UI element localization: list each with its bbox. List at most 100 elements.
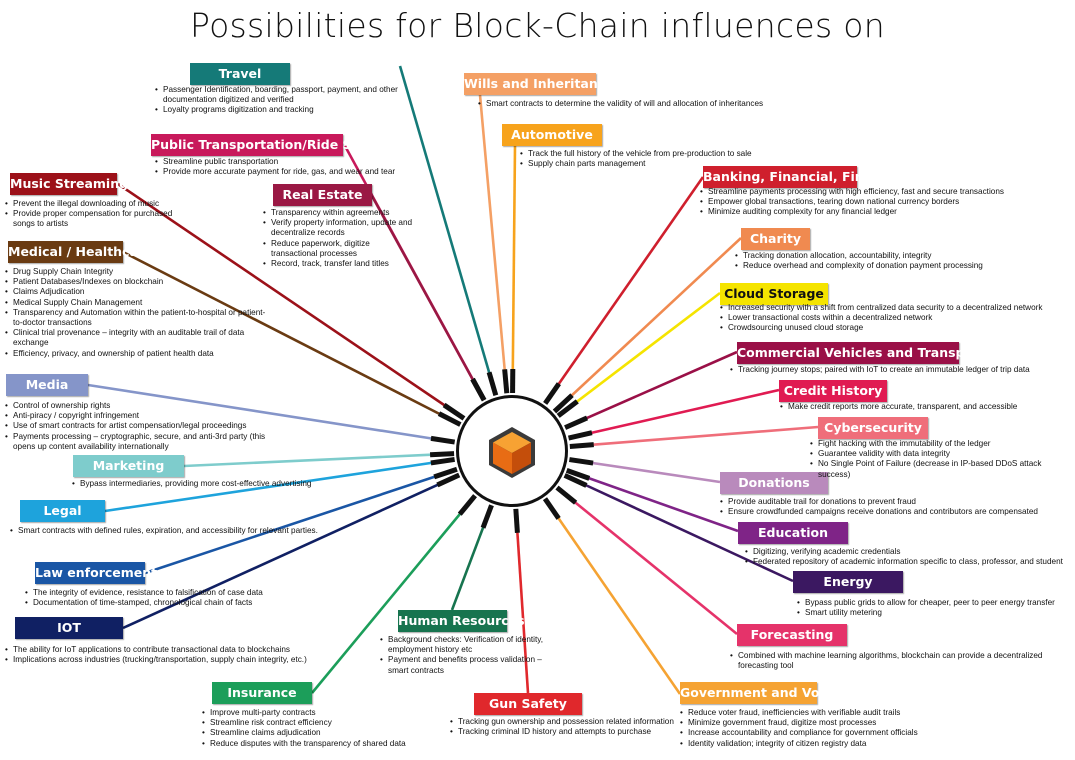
topic-automotive-bullets: Track the full history of the vehicle fr…	[520, 149, 800, 170]
topic-marketing-bullets: Bypass intermediaries, providing more co…	[72, 479, 332, 489]
connector-hr	[450, 523, 486, 611]
topic-legal-header: Legal	[20, 500, 105, 522]
connector-government	[555, 514, 682, 695]
connector-automotive	[511, 145, 517, 374]
spoke-iot	[436, 472, 461, 488]
bullet-item: Track the full history of the vehicle fr…	[520, 149, 800, 159]
topic-wills-header: Wills and Inheritances	[464, 73, 621, 95]
topic-media-header: Media	[6, 374, 88, 396]
topic-energy-bullets: Bypass public grids to allow for cheaper…	[797, 598, 1075, 619]
bullet-item: Reduce overhead and complexity of donati…	[735, 261, 1025, 271]
topic-credit-header: Credit History	[779, 380, 887, 402]
connector-cloud	[573, 291, 721, 405]
spoke-law	[433, 466, 458, 480]
topic-music-header: Music Streaming	[10, 173, 128, 195]
spoke-commercial	[564, 415, 589, 430]
topic-commercial-header: Commercial Vehicles and Transportation	[737, 342, 1021, 364]
bullet-item: Combined with machine learning algorithm…	[730, 651, 1050, 671]
bullet-item: Lower transactional costs within a decen…	[720, 313, 1060, 323]
spoke-banking	[543, 382, 561, 405]
bullet-item: Reduce disputes with the transparency of…	[202, 739, 432, 749]
bullet-item: Efficiency, privacy, and ownership of pa…	[5, 349, 273, 359]
bullet-item: Control of ownership rights	[5, 401, 270, 411]
bullet-item: Fight hacking with the immutability of t…	[810, 439, 1075, 449]
topic-cyber-header: Cybersecurity	[818, 417, 928, 439]
connector-cyber	[589, 425, 819, 447]
bullet-item: Loyalty programs digitization and tracki…	[155, 105, 405, 115]
topic-forecasting-bullets: Combined with machine learning algorithm…	[730, 651, 1050, 671]
bullet-item: Tracking journey stops; paired with IoT …	[730, 365, 1070, 375]
spoke-donations	[568, 457, 594, 466]
bullet-item: Streamline payments processing with high…	[700, 187, 1040, 197]
bullet-item: Federated repository of academic informa…	[745, 557, 1070, 567]
topic-forecasting-header: Forecasting	[737, 624, 847, 646]
topic-education-header: Education	[738, 522, 848, 544]
connector-donations	[588, 461, 721, 484]
topic-donations-header: Donations	[720, 472, 828, 494]
topic-wills-bullets: Smart contracts to determine the validit…	[478, 99, 798, 109]
bullet-item: Payment and benefits process validation …	[380, 655, 545, 675]
connector-banking	[555, 176, 705, 388]
bullet-item: Patient Databases/Indexes on blockchain	[5, 277, 273, 287]
spoke-travel	[486, 371, 499, 397]
topic-law-bullets: The integrity of evidence, resistance to…	[25, 588, 295, 609]
topic-energy-header: Energy	[793, 571, 903, 593]
topic-iot-header: IOT	[15, 617, 123, 639]
spoke-charity	[552, 393, 574, 414]
connector-charity	[568, 237, 742, 399]
spoke-marketing	[429, 451, 455, 458]
bullet-item: Verify property information, update and …	[263, 218, 413, 238]
topic-commercial-bullets: Tracking journey stops; paired with IoT …	[730, 365, 1070, 375]
topic-media-bullets: Control of ownership rightsAnti-piracy /…	[5, 401, 270, 452]
spoke-education	[565, 467, 591, 481]
spoke-insurance	[457, 494, 477, 516]
topic-gun-header: Gun Safety	[474, 693, 582, 715]
topic-hr-header: Human Resources	[398, 610, 525, 632]
spoke-media	[430, 435, 456, 445]
bullet-item: Ensure crowdfunded campaigns receive don…	[720, 507, 1060, 517]
topic-medical-header: Medical / Healthcare	[8, 241, 153, 263]
bullet-item: Identity validation; integrity of citize…	[680, 739, 950, 749]
bullet-item: Reduce voter fraud, inefficiencies with …	[680, 708, 950, 718]
bullet-item: Make credit reports more accurate, trans…	[780, 402, 1070, 412]
connector-insurance	[310, 510, 464, 694]
page-title: Possibilities for Block-Chain influences…	[190, 6, 885, 45]
bullet-item: The integrity of evidence, resistance to…	[25, 588, 295, 598]
connector-forecasting	[571, 499, 738, 636]
topic-travel-header: Travel	[190, 63, 290, 85]
bullet-item: Crowdsourcing unused cloud storage	[720, 323, 1060, 333]
bullet-item: Provide auditable trail for donations to…	[720, 497, 1060, 507]
bullet-item: The ability for IoT applications to cont…	[5, 645, 325, 655]
topic-cyber-bullets: Fight hacking with the immutability of t…	[810, 439, 1075, 480]
bullet-item: Smart utility metering	[797, 608, 1075, 618]
bullet-item: Implications across industries (trucking…	[5, 655, 325, 665]
spoke-gun	[513, 508, 520, 533]
topic-travel-bullets: Passenger Identification, boarding, pass…	[155, 85, 405, 116]
topic-government-bullets: Reduce voter fraud, inefficiencies with …	[680, 708, 950, 749]
topic-gun-bullets: Tracking gun ownership and possession re…	[450, 717, 690, 738]
bullet-item: Anti-piracy / copyright infringement	[5, 411, 270, 421]
connector-travel	[398, 65, 492, 377]
connector-law	[144, 474, 439, 575]
bullet-item: Prevent the illegal downloading of music	[5, 199, 175, 209]
spoke-music	[442, 402, 466, 421]
topic-education-bullets: Digitizing, verifying academic credentia…	[745, 547, 1070, 568]
topic-hr-bullets: Background checks: Verification of ident…	[380, 635, 545, 676]
topic-automotive-header: Automotive	[502, 124, 602, 146]
bullet-item: Minimize government fraud, digitize most…	[680, 718, 950, 728]
blockchain-cube-icon	[489, 427, 535, 478]
bullet-item: Smart contracts to determine the validit…	[478, 99, 798, 109]
topic-iot-bullets: The ability for IoT applications to cont…	[5, 645, 325, 666]
bullet-item: Medical Supply Chain Management	[5, 298, 273, 308]
bullet-item: Use of smart contracts for artist compen…	[5, 421, 270, 431]
topic-public-transport-bullets: Streamline public transportationProvide …	[155, 157, 405, 178]
bullet-item: Record, track, transfer land titles	[263, 259, 413, 269]
topic-insurance-header: Insurance	[212, 682, 312, 704]
topic-credit-bullets: Make credit reports more accurate, trans…	[780, 402, 1070, 412]
connector-wills	[478, 94, 507, 374]
spoke-hr	[480, 504, 494, 529]
topic-marketing-header: Marketing	[73, 455, 184, 477]
connector-commercial	[582, 350, 738, 421]
bullet-item: Clinical trial provenance – integrity wi…	[5, 328, 273, 348]
topic-music-bullets: Prevent the illegal downloading of music…	[5, 199, 175, 230]
